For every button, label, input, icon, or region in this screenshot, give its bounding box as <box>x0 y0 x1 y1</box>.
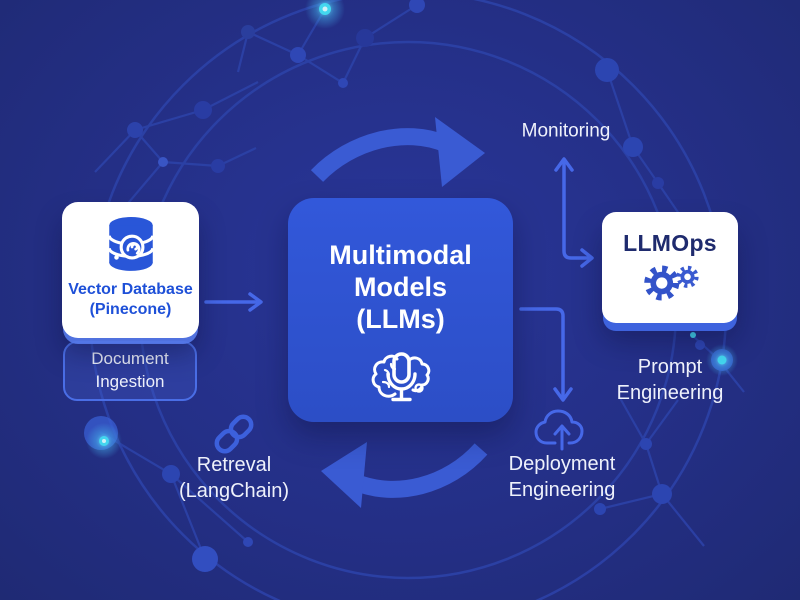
cycle-arrow-bottom-icon <box>321 442 488 508</box>
label-deployment-engineering: Deployment Engineering <box>509 451 616 503</box>
vector-card-title: Vector Database <box>68 281 193 298</box>
brain-mic-icon <box>371 351 430 401</box>
arrow-center-to-deployment <box>519 307 573 402</box>
label-retrieval-langchain: Retreval (LangChain) <box>179 452 289 504</box>
cycle-arrow-top-icon <box>310 117 485 187</box>
document-ingestion-line1: Document <box>91 349 169 369</box>
label-retrieval-line1: Retreval <box>196 454 272 476</box>
center-title-line3: (LLMs) <box>356 303 445 334</box>
chain-link-icon <box>214 414 254 454</box>
label-retrieval-line2: (LangChain) <box>178 480 290 502</box>
cloud-upload-icon <box>534 409 584 451</box>
vector-database-card: Vector Database (Pinecone) <box>62 202 199 338</box>
llmops-card-title: LLMOps <box>623 230 717 256</box>
label-prompt-engineering: Prompt Engineering <box>617 354 724 406</box>
label-monitoring: Monitoring <box>521 120 611 142</box>
gears-icon <box>644 265 699 301</box>
center-title-line2: Models <box>353 271 447 302</box>
label-deployment-line2: Engineering <box>508 479 616 501</box>
vector-card-subtitle: (Pinecone) <box>89 300 172 318</box>
multimodal-models-box: Multimodal Models (LLMs) <box>288 198 513 422</box>
arrow-to-monitoring-and-llmops <box>554 157 594 268</box>
arrow-vector-to-center <box>204 292 263 312</box>
label-prompt-line2: Engineering <box>616 382 724 404</box>
database-icon <box>107 217 154 271</box>
document-ingestion-tag: Document Ingestion <box>63 341 197 401</box>
label-prompt-line1: Prompt <box>637 356 703 378</box>
label-deployment-line1: Deployment <box>508 453 616 475</box>
network-graph <box>84 0 745 600</box>
document-ingestion-line2: Ingestion <box>95 372 165 391</box>
llmops-card: LLMOps <box>602 212 738 323</box>
center-title-line1: Multimodal <box>329 240 472 270</box>
glow-dot <box>84 0 738 459</box>
